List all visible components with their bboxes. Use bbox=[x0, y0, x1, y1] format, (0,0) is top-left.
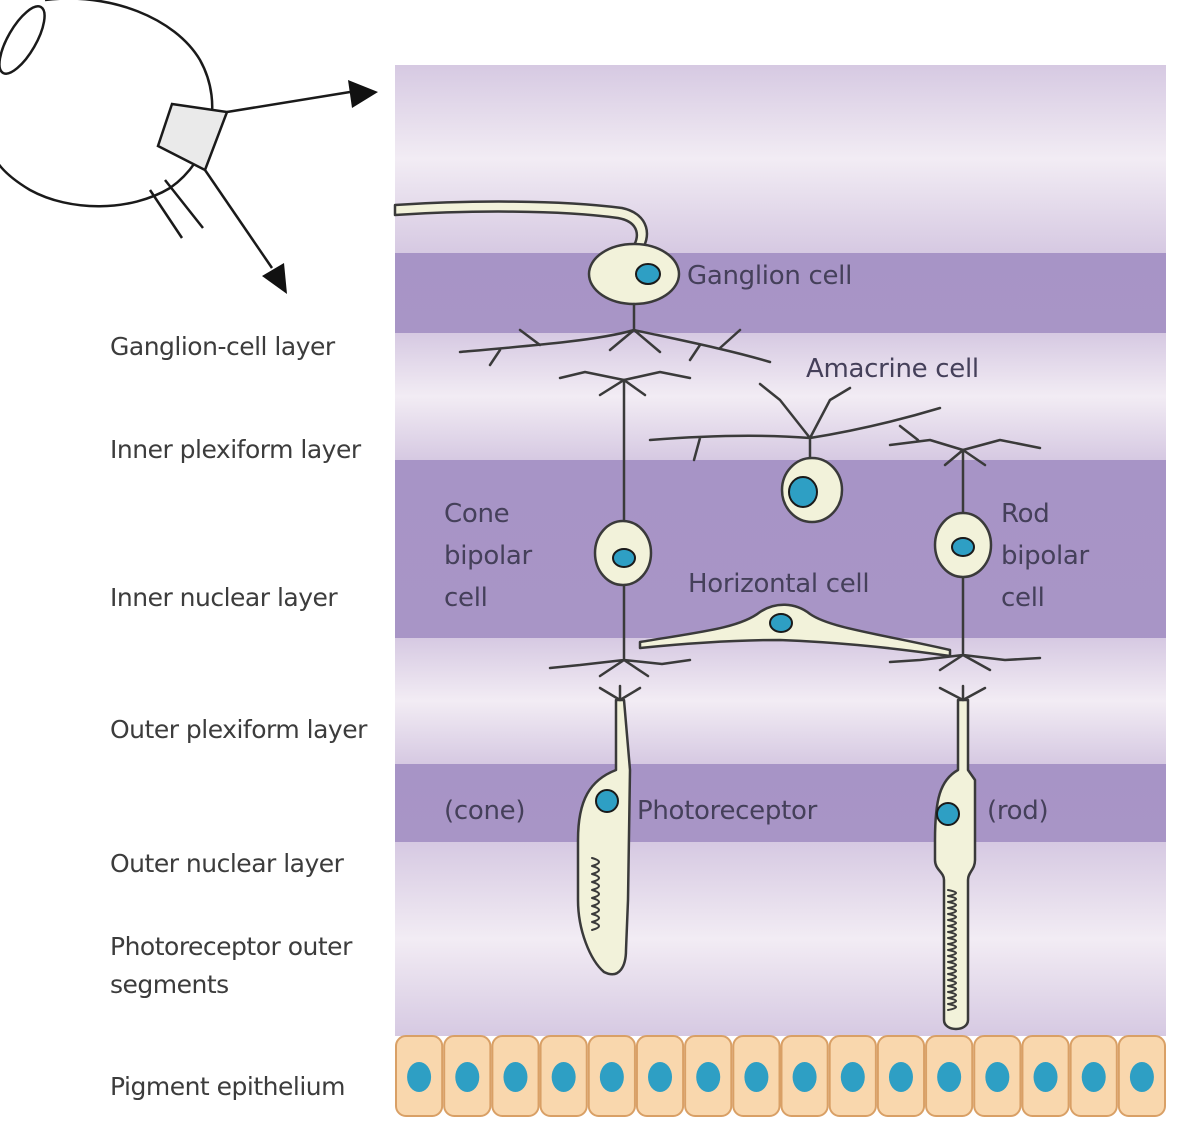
rod-photoreceptor bbox=[933, 698, 977, 1031]
arrow-head-right bbox=[348, 80, 378, 108]
label-ganglion-cell: Ganglion cell bbox=[687, 261, 852, 291]
cone-bipolar-nucleus bbox=[612, 548, 636, 568]
ganglion-nucleus bbox=[635, 263, 661, 285]
arrow-head-down bbox=[262, 263, 287, 294]
label-ganglion-cell-layer: Ganglion-cell layer bbox=[110, 332, 335, 361]
pigment-cell-nucleus bbox=[888, 1062, 913, 1092]
rod-synapse-dendrites bbox=[938, 684, 987, 702]
pigment-cell-nucleus bbox=[792, 1062, 817, 1092]
label-photoreceptor-outer-segments: Photoreceptor outer segments bbox=[110, 932, 352, 999]
label-outer-nuclear-layer: Outer nuclear layer bbox=[110, 849, 344, 878]
rod-outer-segment-folds bbox=[947, 889, 957, 1011]
band-ganglion bbox=[395, 253, 1166, 333]
rod-nucleus bbox=[936, 802, 960, 826]
pigment-cell-nucleus bbox=[1033, 1062, 1058, 1092]
eyeball-outline bbox=[0, 0, 214, 208]
rod-bipolar-top-dendrites bbox=[888, 438, 1042, 517]
pigment-cell-nucleus bbox=[696, 1062, 721, 1092]
pigment-cell-nucleus bbox=[1081, 1062, 1106, 1092]
band-outer-plexiform bbox=[395, 638, 1166, 764]
label-cone-bipolar-line1: Cone bbox=[444, 499, 510, 529]
pigment-cell-nucleus bbox=[599, 1062, 624, 1092]
pigment-cell-nucleus bbox=[648, 1062, 673, 1092]
ganglion-dendrites bbox=[458, 302, 772, 367]
pigment-cell-nucleus bbox=[937, 1062, 962, 1092]
band-top bbox=[395, 65, 1166, 253]
horizontal-nucleus bbox=[769, 613, 793, 633]
amacrine-dendrites bbox=[648, 382, 942, 462]
label-cone: (cone) bbox=[444, 796, 526, 826]
pigment-cell-nucleus bbox=[985, 1062, 1010, 1092]
retina-patch bbox=[156, 102, 229, 172]
nuclei bbox=[595, 263, 975, 826]
amacrine-nucleus bbox=[788, 476, 818, 508]
cone-bipolar-top-dendrites bbox=[558, 370, 692, 527]
pigment-cell-nucleus bbox=[744, 1062, 769, 1092]
label-amacrine-cell: Amacrine cell bbox=[806, 354, 979, 384]
cone-outer-segment-folds bbox=[591, 857, 600, 931]
label-pigment-epithelium: Pigment epithelium bbox=[110, 1072, 345, 1101]
label-horizontal-cell: Horizontal cell bbox=[688, 569, 870, 599]
pigment-cell-nucleus bbox=[1129, 1062, 1154, 1092]
eye-schematic bbox=[0, 0, 351, 269]
cone-bipolar-bottom-dendrites bbox=[548, 580, 692, 678]
pigment-cell-nucleus bbox=[407, 1062, 432, 1092]
label-rod-bipolar-line2: bipolar bbox=[1001, 541, 1089, 571]
pigment-cell-nucleus bbox=[455, 1062, 480, 1092]
ganglion-cell-body bbox=[587, 242, 681, 306]
label-cone-bipolar-line2: bipolar bbox=[444, 541, 532, 571]
pigment-cell-nucleus bbox=[503, 1062, 528, 1092]
label-rod: (rod) bbox=[987, 796, 1049, 826]
horizontal-cell bbox=[638, 603, 952, 658]
rod-bipolar-nucleus bbox=[951, 537, 975, 557]
optic-nerve bbox=[148, 179, 204, 239]
pigment-cell-nucleus bbox=[840, 1062, 865, 1092]
label-rod-bipolar-line1: Rod bbox=[1001, 499, 1050, 529]
cornea-lens bbox=[0, 5, 46, 75]
label-inner-plexiform-layer: Inner plexiform layer bbox=[110, 435, 361, 464]
band-outer-segments bbox=[395, 842, 1166, 1036]
label-rod-bipolar-line3: cell bbox=[1001, 583, 1045, 613]
cone-nucleus bbox=[595, 789, 619, 813]
label-inner-nuclear-layer: Inner nuclear layer bbox=[110, 583, 338, 612]
band-inner-plexiform bbox=[395, 333, 1166, 460]
label-photoreceptor: Photoreceptor bbox=[637, 796, 817, 826]
rod-bipolar-bottom-dendrites bbox=[888, 573, 1042, 672]
pigment-cell-nucleus bbox=[551, 1062, 576, 1092]
label-cone-bipolar-line3: cell bbox=[444, 583, 488, 613]
label-outer-plexiform-layer: Outer plexiform layer bbox=[110, 715, 367, 744]
cone-synapse-dendrites bbox=[598, 684, 642, 702]
band-outer-nuclear bbox=[395, 764, 1166, 842]
cone-photoreceptor bbox=[576, 698, 632, 976]
pigment-epithelium bbox=[395, 1035, 1166, 1117]
